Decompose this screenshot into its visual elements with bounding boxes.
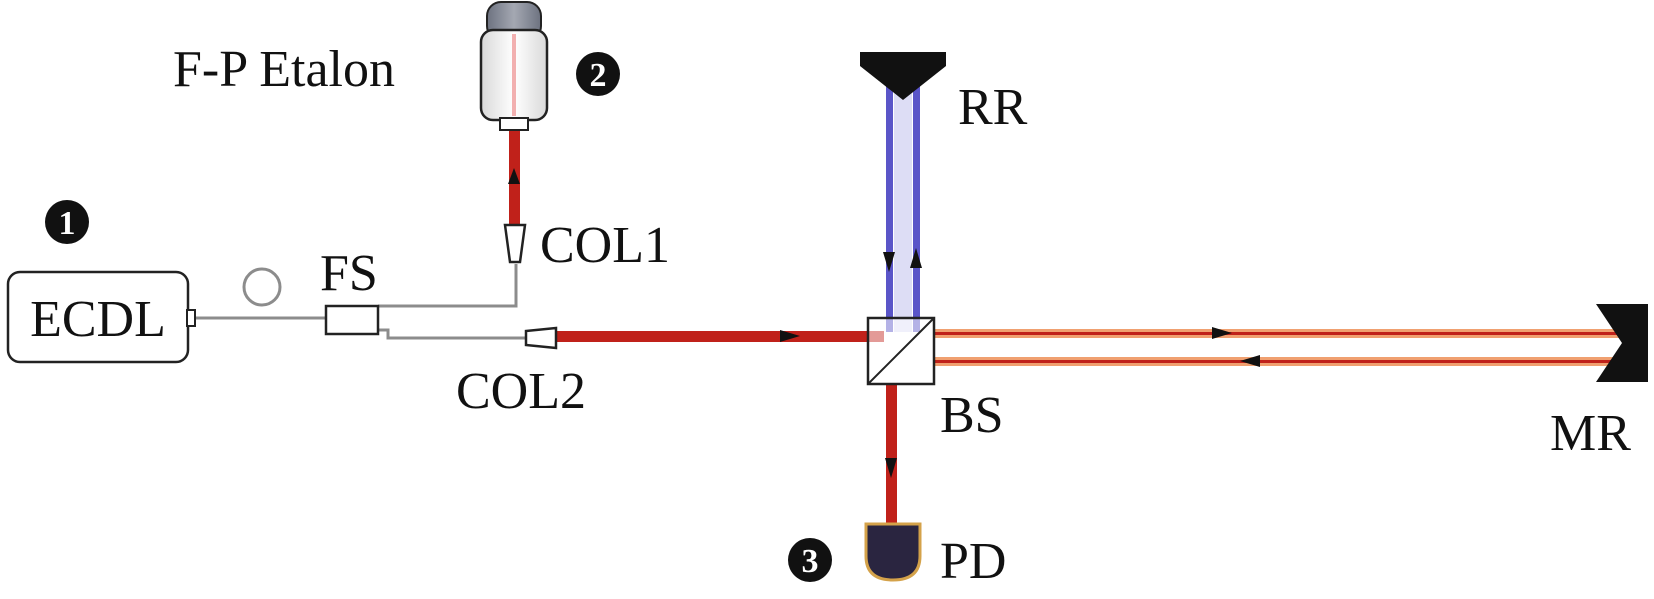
fiber-splitter-box [324, 304, 380, 336]
collimator-1: COL1 [503, 217, 670, 274]
marker-3-circle [788, 538, 832, 582]
marker-2-circle [576, 52, 620, 96]
collimator-2-label: COL2 [456, 363, 586, 420]
marker-3-number: 3 [802, 543, 819, 580]
rr-label: RR [958, 79, 1028, 136]
beam-arrow-left-mr [1240, 355, 1260, 367]
collimator-1-body [503, 223, 527, 264]
retroreflector-rr: RR [860, 52, 1028, 136]
beam-arrow-down-rr [883, 252, 895, 272]
fiber-splitter: FS [320, 245, 380, 336]
marker-3: 3 [788, 538, 832, 582]
laser-beams [508, 82, 1624, 524]
beam-bs-to-rr-glow [894, 82, 912, 332]
etalon-label: F-P Etalon [173, 41, 395, 98]
beam-bs-to-mr-b-core [934, 360, 1624, 363]
beam-bs-to-rr-a [886, 82, 893, 332]
beam-arrow-right-mr [1212, 327, 1232, 339]
photodetector-pd: PD [864, 522, 1006, 590]
beam-arrow-up-rr [910, 248, 922, 268]
fp-etalon: F-P Etalon [173, 1, 549, 131]
mr-mirror [1596, 304, 1648, 382]
beam-bs-to-mr-a-core [934, 332, 1624, 335]
beam-arrow-up [508, 168, 520, 184]
fiber-loop [242, 267, 282, 307]
marker-1: 1 [45, 200, 89, 244]
moving-reflector-mr: MR [1550, 304, 1648, 462]
collimator-1-label: COL1 [540, 217, 670, 274]
pd-body [864, 522, 922, 582]
marker-2: 2 [576, 52, 620, 96]
pd-label: PD [940, 533, 1006, 590]
fiber-splitter-to-col1 [378, 264, 518, 308]
rr-mirror [860, 52, 946, 100]
ecdl-label: ECDL [30, 291, 166, 348]
beam-col2-to-bs [554, 331, 884, 342]
etalon-base [499, 117, 529, 131]
collimator-2: COL2 [456, 326, 586, 420]
marker-2-number: 2 [590, 57, 607, 94]
fiber-lines [192, 264, 526, 340]
beam-bs-to-rr-b [913, 82, 920, 332]
marker-1-circle [45, 200, 89, 244]
beam-arrow-right [780, 330, 800, 342]
ecdl-output-port [186, 309, 196, 327]
beam-splitter: BS [866, 316, 1004, 444]
ecdl-laser: ECDL [6, 270, 196, 364]
mr-label: MR [1550, 405, 1631, 462]
collimator-2-body [524, 326, 558, 350]
fiber-splitter-to-col2 [378, 328, 526, 340]
beam-arrow-down-pd [885, 458, 897, 478]
marker-1-number: 1 [59, 205, 76, 242]
beam-bs-to-pd [886, 384, 897, 524]
bs-diagonal [867, 317, 935, 385]
fiber-splitter-label: FS [320, 245, 378, 302]
bs-label: BS [940, 387, 1004, 444]
